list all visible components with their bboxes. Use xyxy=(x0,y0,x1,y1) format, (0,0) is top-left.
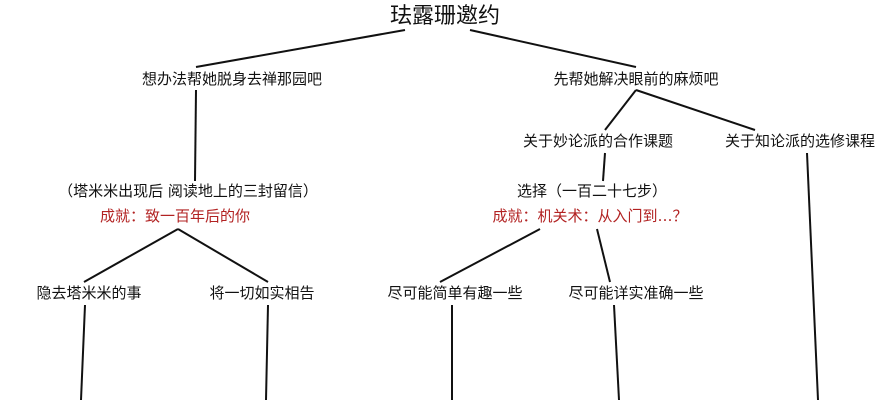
edge-title-left xyxy=(195,29,406,68)
tree-title: 珐露珊邀约 xyxy=(389,4,501,29)
sub-branch-left-label: 关于妙论派的合作课题 xyxy=(522,132,674,150)
edge-title-right xyxy=(469,29,637,68)
edge-opt4-down xyxy=(613,304,620,400)
edge-opt1-down xyxy=(80,304,86,400)
edge-right-sub-left xyxy=(604,89,637,131)
edge-sub-left-down xyxy=(602,152,606,182)
edge-left-opt2 xyxy=(177,228,269,283)
left-option-2: 将一切如实相告 xyxy=(209,284,315,302)
left-achievement: 成就：致一百年后的你 xyxy=(99,207,251,225)
edge-left-down xyxy=(194,89,197,182)
edge-sub-left-opt1 xyxy=(439,228,541,283)
left-option-1: 隐去塔米米的事 xyxy=(36,284,142,302)
sub-left-achievement: 成就：机关术：从入门到…？ xyxy=(492,207,688,225)
sub-left-option-2: 尽可能详实准确一些 xyxy=(568,284,704,302)
edge-right-sub-right xyxy=(635,89,756,131)
edge-left-opt1 xyxy=(83,228,179,283)
sub-branch-right-label: 关于知论派的选修课程 xyxy=(724,132,876,150)
sub-left-note: 选择（一百二十七步） xyxy=(516,182,668,200)
branch-left-label: 想办法帮她脱身去禅那园吧 xyxy=(141,70,323,88)
edge-sub-left-opt2 xyxy=(596,228,611,283)
branch-right-label: 先帮她解决眼前的麻烦吧 xyxy=(553,70,719,88)
sub-left-option-1: 尽可能简单有趣一些 xyxy=(387,284,523,302)
edge-opt2-down xyxy=(265,304,269,400)
left-note: （塔米米出现后 阅读地上的三封留信） xyxy=(58,182,318,200)
edge-sub-right-down xyxy=(806,152,819,400)
